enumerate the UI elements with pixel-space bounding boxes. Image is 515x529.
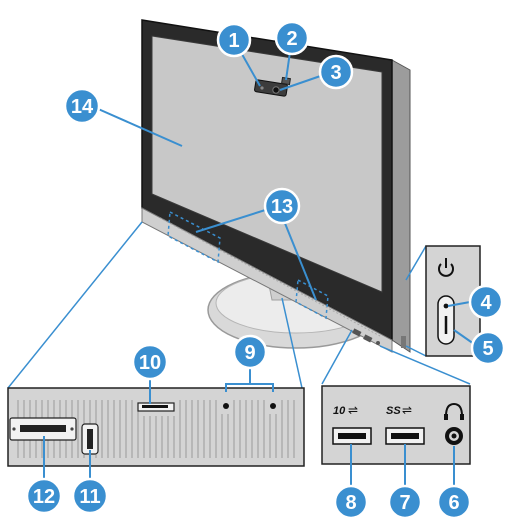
- headphone-icon: [444, 402, 464, 420]
- callout-6: 6: [436, 484, 472, 520]
- callout-9-label: 9: [244, 342, 255, 364]
- microphone-right-icon: [270, 403, 276, 409]
- callout-11-label: 11: [79, 486, 100, 508]
- bottom-detail-panel: [7, 383, 305, 467]
- callout-4-label: 4: [480, 292, 492, 314]
- callout-7: 7: [387, 484, 423, 520]
- callout-12-label: 12: [33, 486, 55, 508]
- callout-8-label: 8: [345, 492, 356, 514]
- usb-ss-label: SS: [386, 405, 401, 417]
- callout-11: 11: [71, 477, 109, 515]
- display-screen: [151, 35, 383, 293]
- svg-text:⇌: ⇌: [402, 403, 412, 417]
- power-icon: [438, 258, 454, 277]
- power-detail-panel: [425, 245, 481, 357]
- zoom-lines: [7, 221, 471, 389]
- callout-1-label: 1: [228, 30, 239, 52]
- callout-9: 9: [232, 334, 268, 370]
- svg-text:⇌: ⇌: [348, 403, 358, 417]
- callout-3: 3: [318, 54, 354, 90]
- callout-4: 4: [468, 284, 504, 320]
- port-detail-panel: 10 ⇌ SS ⇌: [321, 385, 471, 465]
- callout-2-label: 2: [286, 28, 297, 50]
- power-indicator-light: [443, 303, 449, 309]
- camera-lens-icon: [272, 86, 280, 94]
- callout-14: 14: [63, 87, 101, 125]
- callout-5-label: 5: [482, 338, 493, 360]
- callout-13-label: 13: [271, 196, 293, 218]
- callout-1: 1: [216, 22, 252, 58]
- callout-3-label: 3: [330, 62, 341, 84]
- callout-2: 2: [274, 20, 310, 56]
- usb-10g-label: 10: [333, 405, 346, 417]
- monitor: [141, 19, 411, 353]
- callout-7-label: 7: [399, 492, 410, 514]
- callout-5: 5: [470, 330, 506, 366]
- callout-8: 8: [333, 484, 369, 520]
- callout-10: 10: [131, 343, 169, 381]
- callout-12: 12: [25, 477, 63, 515]
- callout-6-label: 6: [448, 492, 459, 514]
- callout-13: 13: [263, 187, 301, 225]
- callout-14-label: 14: [71, 96, 94, 118]
- microphone-icon: [260, 86, 264, 90]
- microphone-left-icon: [223, 403, 229, 409]
- callout-10-label: 10: [139, 352, 161, 374]
